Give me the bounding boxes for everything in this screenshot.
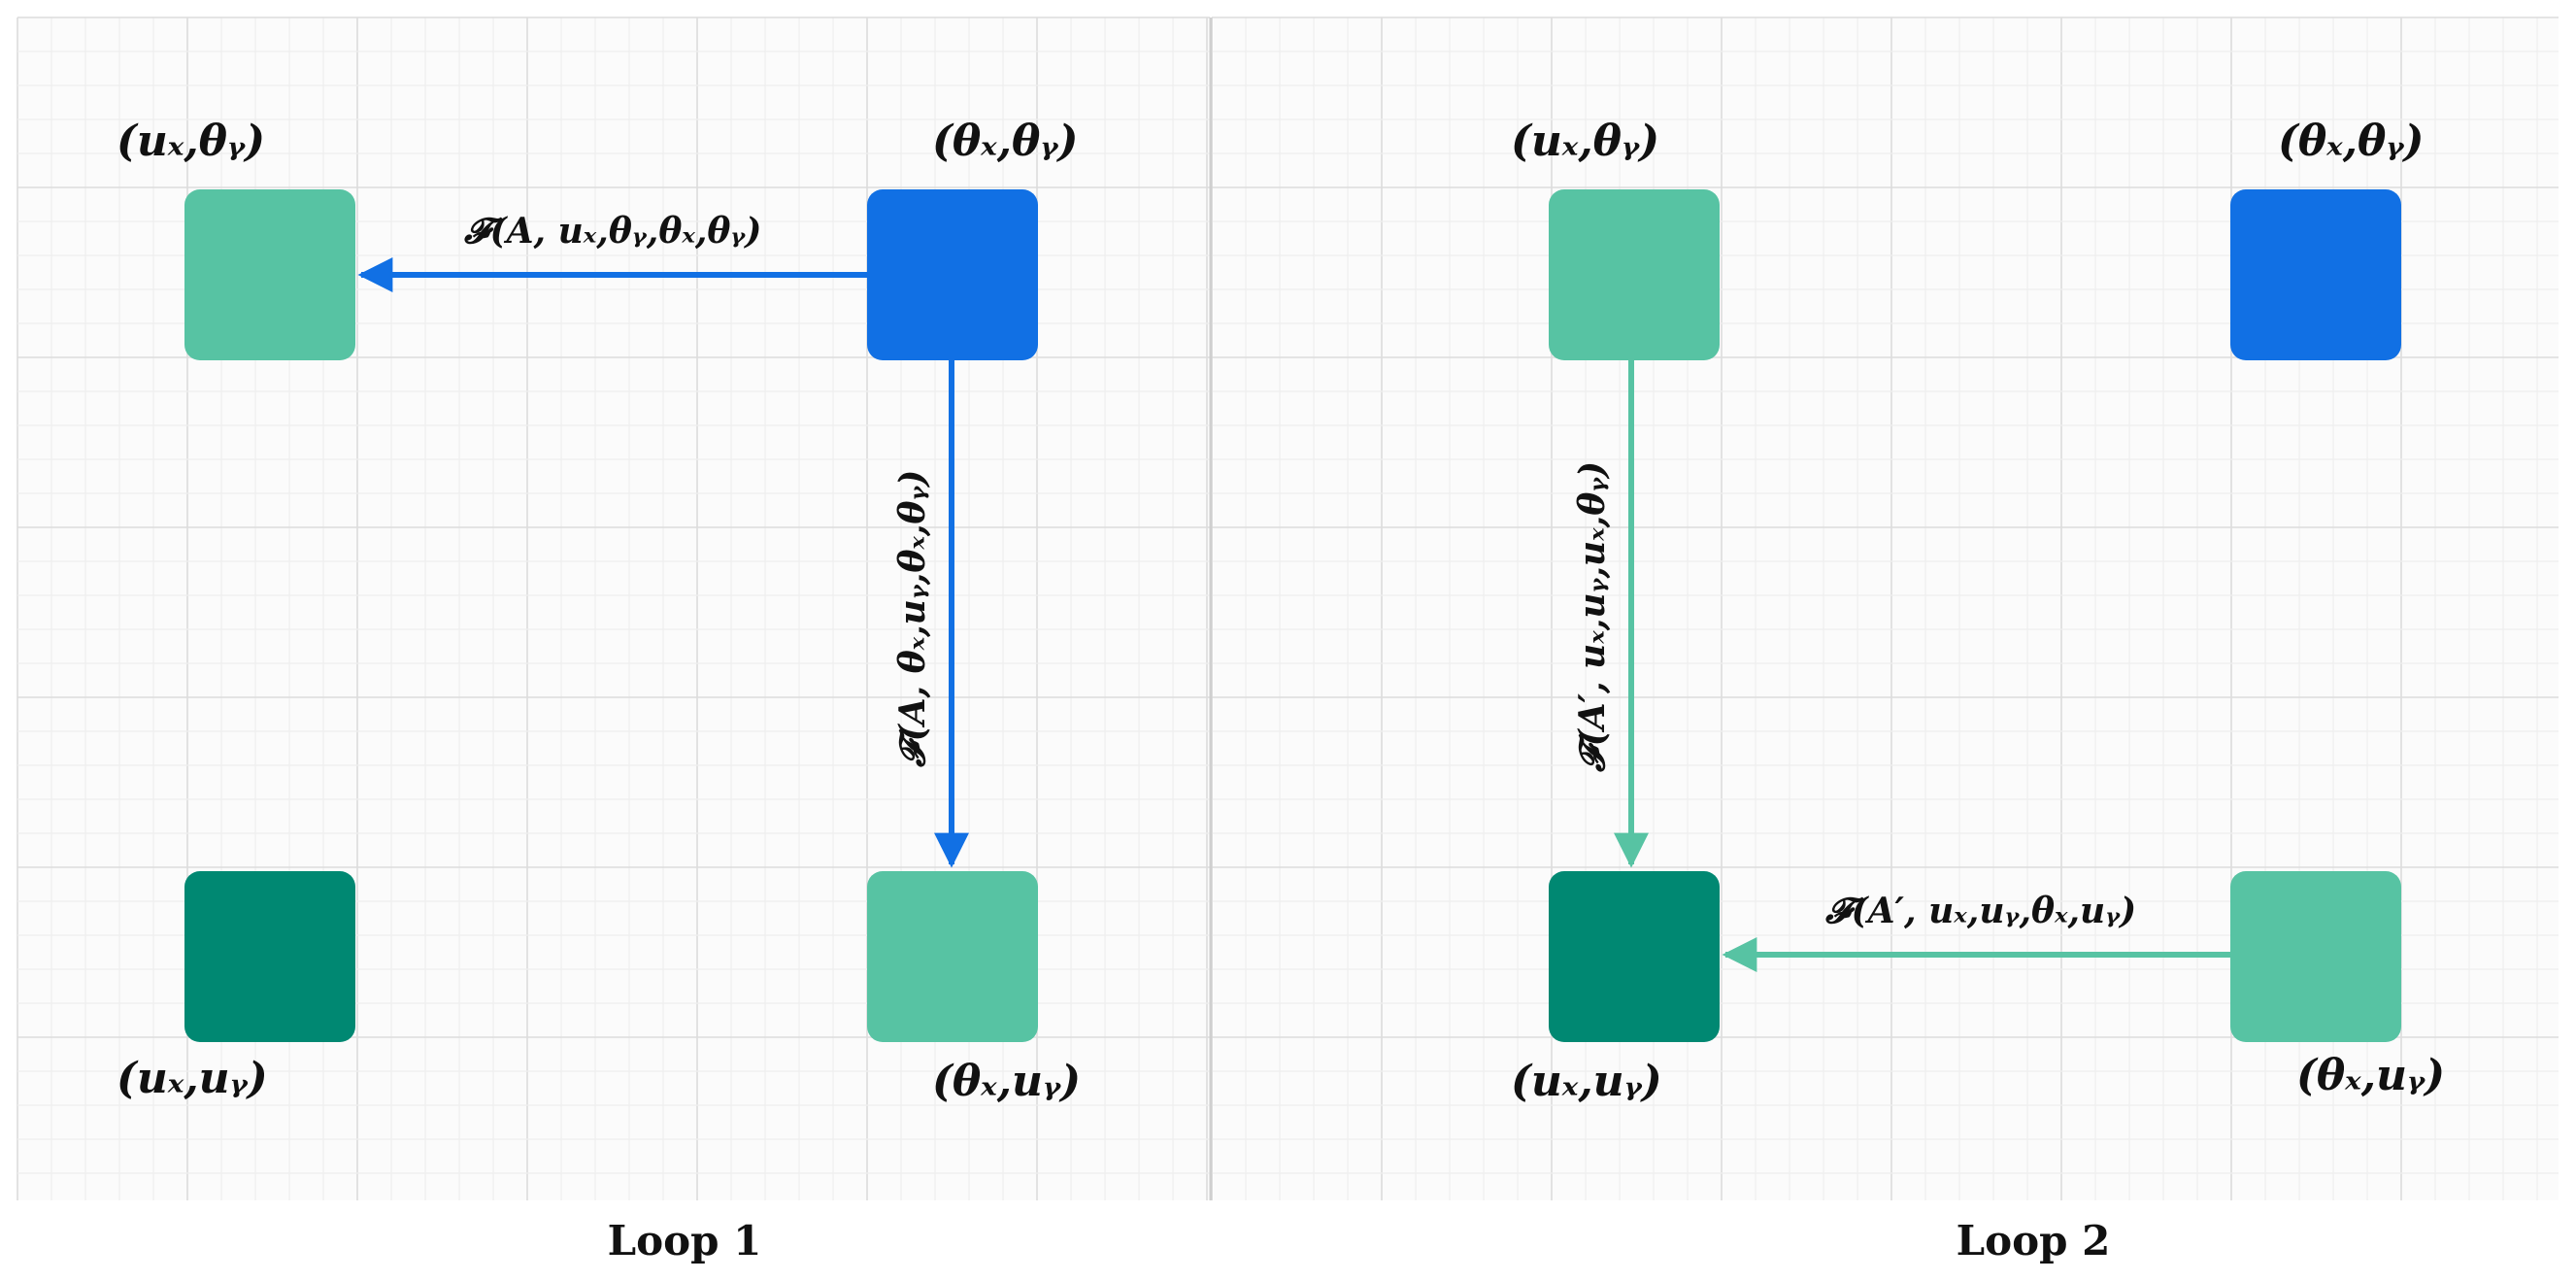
loop2-label-top-right: (θₓ,θᵧ) bbox=[2278, 117, 2424, 166]
loop2-node-bottom-left bbox=[1549, 871, 1720, 1042]
loop2-node-bottom-right bbox=[2230, 871, 2401, 1042]
loop2: (uₓ,θᵧ) (θₓ,θᵧ) (uₓ,uᵧ) (θₓ,uᵧ) 𝓕(A′, uₓ… bbox=[1511, 117, 2445, 1264]
loop1-node-top-left bbox=[184, 189, 355, 360]
loop1-label-bottom-right: (θₓ,uᵧ) bbox=[932, 1057, 1081, 1106]
loop2-caption: Loop 2 bbox=[1957, 1217, 2111, 1264]
loop2-label-bottom-left: (uₓ,uᵧ) bbox=[1511, 1057, 1662, 1106]
loop1-edge-label-horizontal: 𝓕(A, uₓ,θᵧ,θₓ,θᵧ) bbox=[463, 211, 761, 252]
loop1-caption: Loop 1 bbox=[608, 1217, 762, 1264]
loop2-edge-label-horizontal: 𝓕(A′, uₓ,uᵧ,θₓ,uᵧ) bbox=[1824, 891, 2136, 931]
loop1-label-top-right: (θₓ,θᵧ) bbox=[932, 117, 1078, 166]
loop1-node-top-right bbox=[867, 189, 1038, 360]
loop2-label-top-left: (uₓ,θᵧ) bbox=[1511, 117, 1659, 166]
loop2-edge-label-vertical: 𝓕(A′, uₓ,uᵧ,uₓ,θᵧ) bbox=[1572, 461, 1613, 773]
background-grid bbox=[17, 17, 2559, 1200]
loop2-node-top-right bbox=[2230, 189, 2401, 360]
loop2-label-bottom-right: (θₓ,uᵧ) bbox=[2296, 1051, 2445, 1100]
loop1-node-bottom-right bbox=[867, 871, 1038, 1042]
loop1-label-top-left: (uₓ,θᵧ) bbox=[117, 117, 265, 166]
loop1-label-bottom-left: (uₓ,uᵧ) bbox=[117, 1054, 268, 1103]
loop1: (uₓ,θᵧ) (θₓ,θᵧ) (uₓ,uᵧ) (θₓ,uᵧ) 𝓕(A, uₓ,… bbox=[117, 117, 1081, 1264]
loop1-node-bottom-left bbox=[184, 871, 355, 1042]
loop1-edge-label-vertical: 𝓕(A, θₓ,uᵧ,θₓ,θᵧ) bbox=[892, 470, 933, 768]
loop2-node-top-left bbox=[1549, 189, 1720, 360]
